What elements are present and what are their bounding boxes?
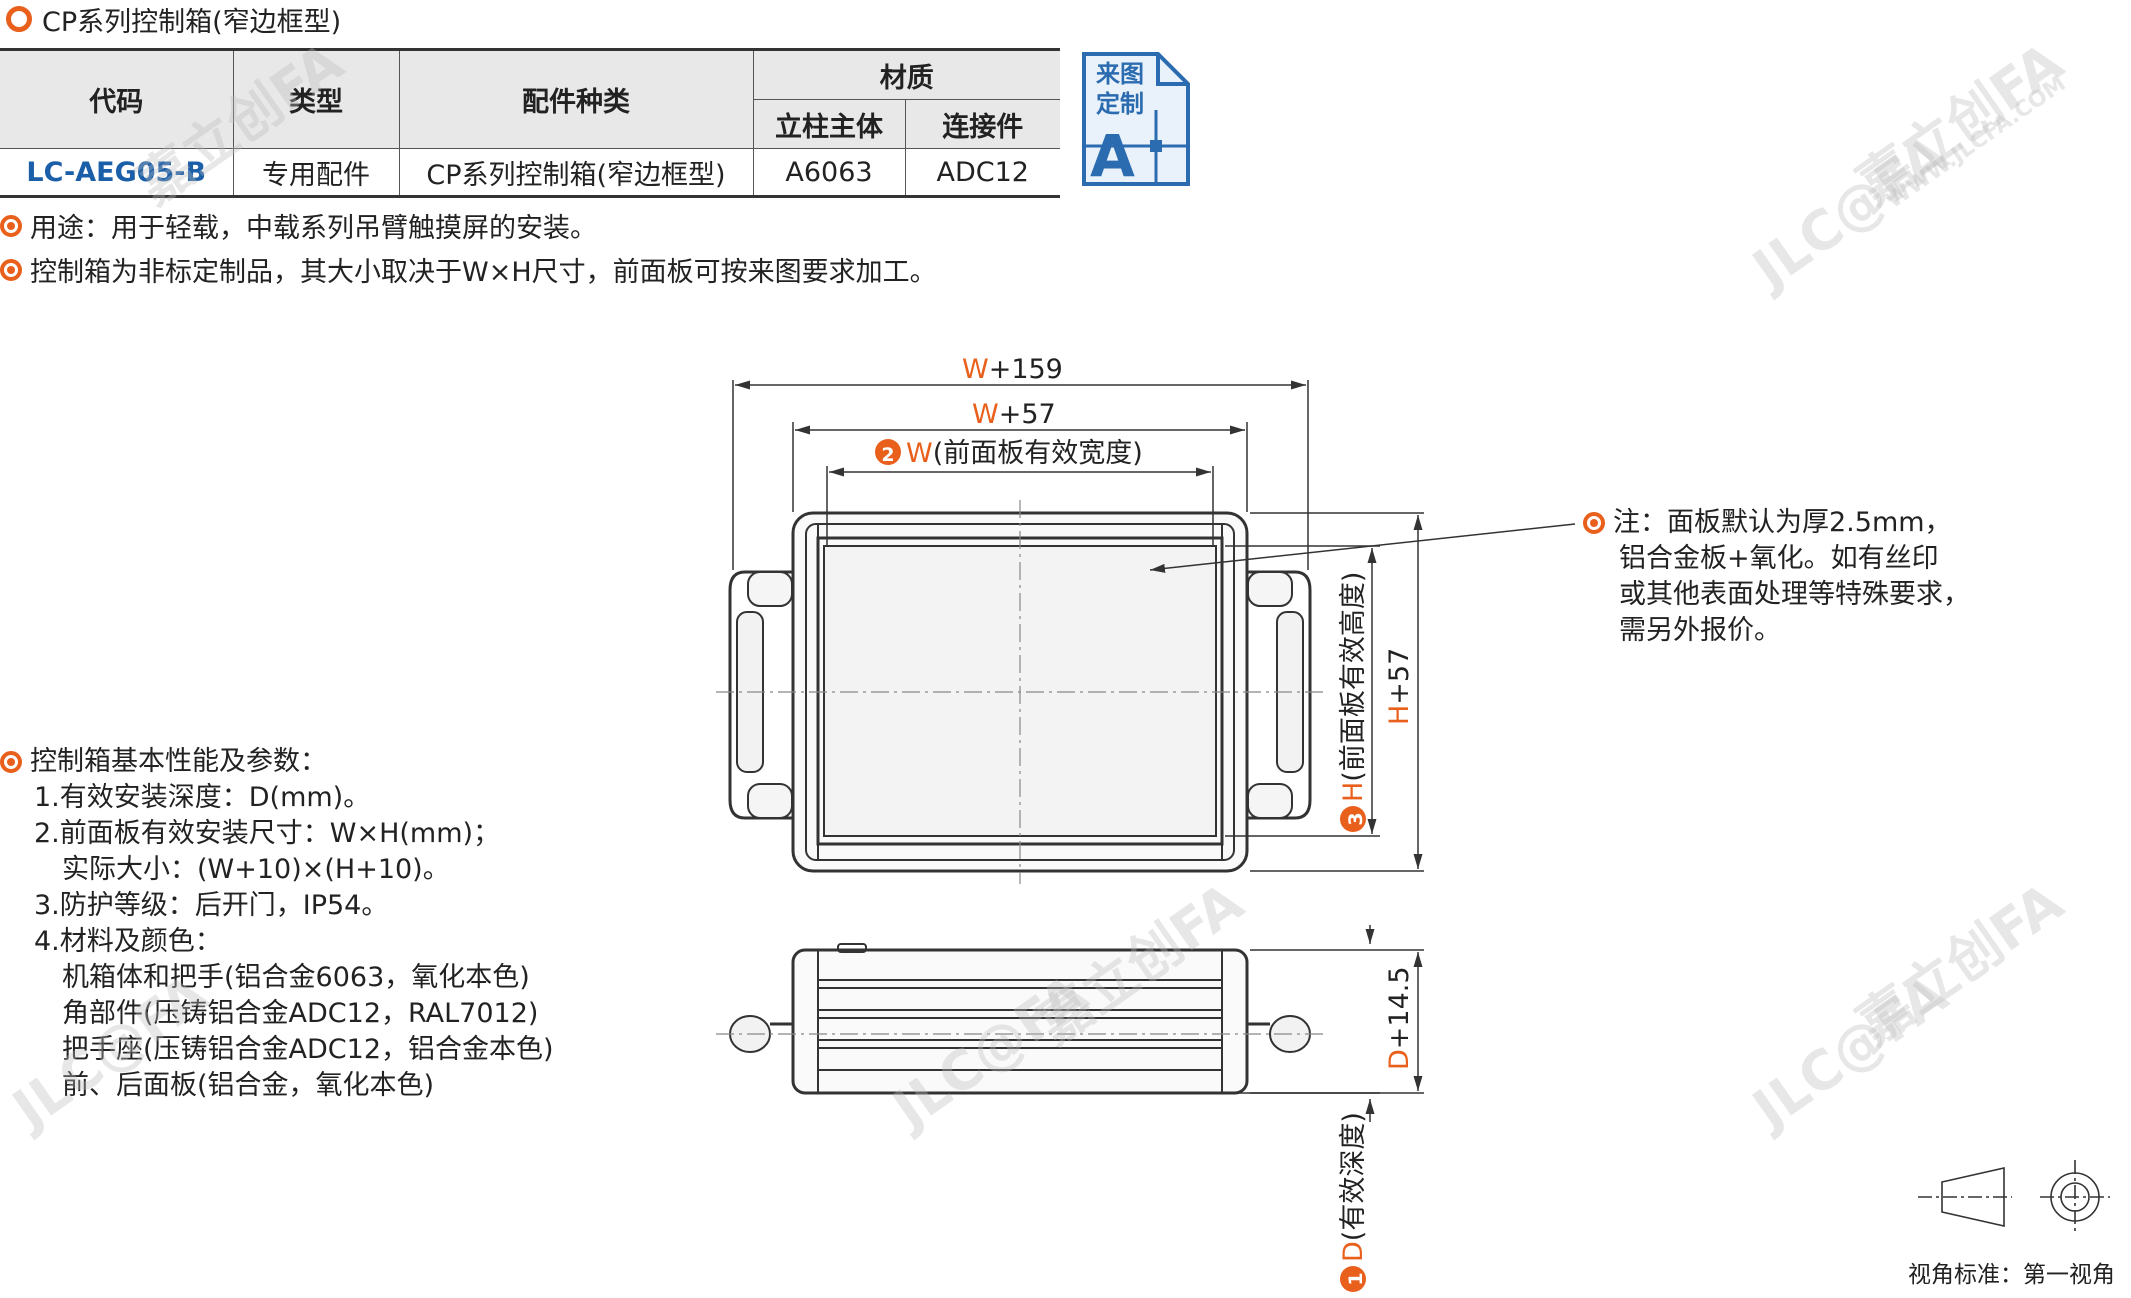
parameters-section: 控制箱基本性能及参数： 1.有效安装深度：D(mm)。 2.前面板有效安装尺寸：…	[0, 744, 554, 1104]
params-line: 前、后面板(铝合金，氧化本色)	[62, 1070, 435, 1101]
dim-d145: D+14.5	[1384, 966, 1415, 1070]
svg-text:2: 2	[881, 444, 894, 466]
header-category: 配件种类	[398, 48, 754, 149]
dim-w: 2 W(前面板有效宽度)	[875, 438, 1143, 469]
page-title: CP系列控制箱(窄边框型)	[6, 2, 342, 38]
params-line: 把手座(压铸铝合金ADC12，铝合金本色)	[62, 1034, 554, 1065]
callout-line: 需另外报价。	[1619, 615, 1781, 646]
svg-text:H(前面板有效高度): H(前面板有效高度)	[1338, 572, 1369, 802]
svg-text:D(有效深度): D(有效深度)	[1338, 1112, 1369, 1262]
side-view	[716, 943, 1326, 1095]
note-custom: 控制箱为非标定制品，其大小取决于W×H尺寸，前面板可按来图要求加工。	[0, 250, 937, 289]
table-row: LC-AEG05-B 专用配件 CP系列控制箱(窄边框型) A6063 ADC1…	[0, 148, 1060, 198]
dim-h57: H+57	[1384, 648, 1415, 725]
params-bullet-icon	[0, 751, 22, 773]
header-connector: 连接件	[904, 99, 1060, 149]
params-line: 2.前面板有效安装尺寸：W×H(mm)；	[34, 818, 501, 849]
front-view	[716, 500, 1326, 884]
header-material: 材质	[752, 48, 1060, 100]
params-line: 1.有效安装深度：D(mm)。	[34, 782, 371, 813]
badge-line1: 来图	[1096, 60, 1144, 88]
svg-text:3: 3	[1345, 812, 1367, 825]
page-title-text: CP系列控制箱(窄边框型)	[42, 6, 342, 38]
cell-connector: ADC12	[904, 148, 1060, 198]
note-usage: 用途：用于轻载，中载系列吊臂触摸屏的安装。	[0, 206, 597, 245]
right-handle	[1247, 570, 1312, 820]
dim-w57: W+57	[972, 399, 1056, 430]
first-angle-projection-icon	[1918, 1160, 2110, 1234]
document-icon: 来图 定制 A	[1082, 52, 1190, 190]
cell-type: 专用配件	[232, 148, 400, 198]
panel-note: 注：面板默认为厚2.5mm， 铝合金板+氧化。如有丝印 或其他表面处理等特殊要求…	[1583, 505, 1970, 649]
callout-bullet-icon	[1583, 512, 1605, 534]
title-bullet-icon	[6, 6, 32, 32]
params-heading-text: 控制箱基本性能及参数：	[30, 746, 327, 777]
dim-d: 1 D(有效深度)	[1338, 1112, 1369, 1292]
svg-text:H+57: H+57	[1384, 648, 1415, 725]
params-heading: 控制箱基本性能及参数：	[0, 744, 554, 780]
custom-drawing-badge: 来图 定制 A	[1080, 50, 1192, 190]
params-line: 角部件(压铸铝合金ADC12，RAL7012)	[62, 998, 539, 1029]
callout-line: 铝合金板+氧化。如有丝印	[1619, 543, 1939, 574]
params-line: 机箱体和把手(铝合金6063，氧化本色)	[62, 962, 530, 993]
note-bullet-icon	[0, 214, 22, 237]
callout-line: 或其他表面处理等特殊要求，	[1619, 579, 1970, 610]
badge-letter: A	[1090, 122, 1135, 188]
params-line: 4.材料及颜色：	[34, 926, 222, 957]
svg-text:D+14.5: D+14.5	[1384, 966, 1415, 1070]
dim-w159: W+159	[962, 354, 1063, 385]
params-line: 实际大小：(W+10)×(H+10)。	[62, 854, 450, 885]
cell-code: LC-AEG05-B	[0, 148, 234, 198]
note-usage-text: 用途：用于轻载，中载系列吊臂触摸屏的安装。	[30, 213, 597, 244]
left-handle	[728, 570, 793, 820]
badge-line2: 定制	[1096, 90, 1144, 118]
note-custom-text: 控制箱为非标定制品，其大小取决于W×H尺寸，前面板可按来图要求加工。	[30, 257, 937, 288]
cell-post-body: A6063	[752, 148, 906, 198]
cell-category: CP系列控制箱(窄边框型)	[398, 148, 754, 198]
note-bullet-icon	[0, 258, 22, 281]
callout-line: 注：面板默认为厚2.5mm，	[1613, 507, 1952, 538]
header-code: 代码	[0, 48, 234, 149]
header-type: 类型	[232, 48, 400, 149]
svg-text:1: 1	[1345, 1272, 1367, 1285]
dim-h: 3 H(前面板有效高度)	[1338, 572, 1369, 832]
params-line: 3.防护等级：后开门，IP54。	[34, 890, 389, 921]
spec-table: 代码 类型 配件种类 材质 立柱主体 连接件 LC-AEG05-B 专用配件 C…	[0, 48, 1060, 198]
svg-text:W(前面板有效宽度): W(前面板有效宽度)	[906, 438, 1143, 469]
header-post-body: 立柱主体	[753, 99, 906, 149]
view-standard: 视角标准：第一视角	[1908, 1262, 2115, 1288]
